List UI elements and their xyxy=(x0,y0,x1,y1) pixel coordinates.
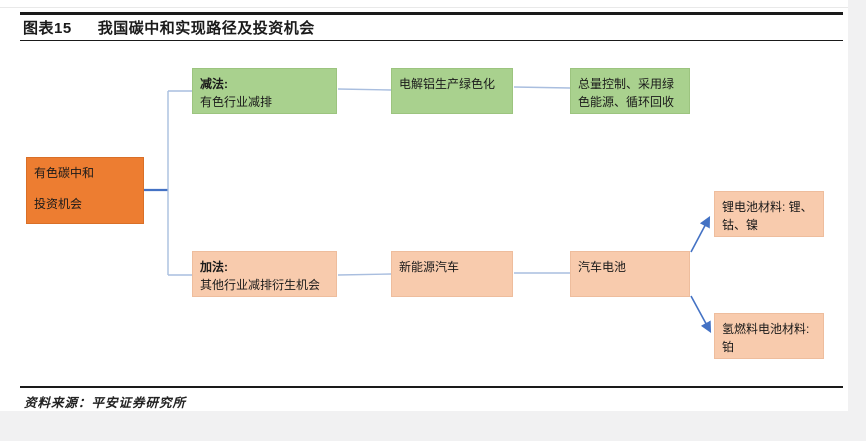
node-new-energy-vehicle: 新能源汽车 xyxy=(391,251,513,297)
node-root-line2: 投资机会 xyxy=(34,197,83,211)
node-new-energy-vehicle-text: 新能源汽车 xyxy=(399,260,460,274)
node-hydrogen-materials: 氢燃料电池材料: 铂 xyxy=(714,313,824,359)
arrow-battery-hydrogen xyxy=(690,295,712,333)
page-margin-bottom xyxy=(0,411,866,441)
node-root-investment: 有色碳中和 投资机会 xyxy=(26,157,144,224)
figure-number: 图表15 xyxy=(23,20,72,37)
header-rule-thick xyxy=(20,12,843,15)
node-addition-title: 加法: xyxy=(200,260,228,274)
node-subtraction-title: 减法: xyxy=(200,77,228,91)
node-addition: 加法: 其他行业减排衍生机会 xyxy=(192,251,337,297)
node-lithium-materials-text: 锂电池材料: 锂、钴、镍 xyxy=(722,200,813,232)
connector-subtraction-aluminum xyxy=(337,88,392,91)
header-rule-thin xyxy=(20,40,843,41)
node-vehicle-battery-text: 汽车电池 xyxy=(578,260,627,274)
node-electrolytic-aluminum-text: 电解铝生产绿色化 xyxy=(399,77,496,91)
source-note: 资料来源：平安证券研究所 xyxy=(24,396,187,410)
page-margin-right xyxy=(848,0,866,441)
node-hydrogen-materials-text: 氢燃料电池材料: 铂 xyxy=(722,322,810,354)
connector-aluminum-totalcontrol xyxy=(513,86,571,89)
figure-title-text: 我国碳中和实现路径及投资机会 xyxy=(97,20,315,37)
figure-title: 图表15 我国碳中和实现路径及投资机会 xyxy=(23,17,833,38)
node-vehicle-battery: 汽车电池 xyxy=(570,251,690,297)
arrow-battery-lithium xyxy=(690,216,711,253)
node-root-line1: 有色碳中和 xyxy=(34,166,95,180)
node-subtraction: 减法: 有色行业减排 xyxy=(192,68,337,114)
node-subtraction-text: 有色行业减排 xyxy=(200,95,273,109)
node-lithium-materials: 锂电池材料: 锂、钴、镍 xyxy=(714,191,824,237)
node-addition-text: 其他行业减排衍生机会 xyxy=(200,278,321,292)
node-total-control-text: 总量控制、采用绿色能源、循环回收 xyxy=(578,77,675,109)
footer-rule xyxy=(20,386,843,388)
connector-addition-nev xyxy=(337,273,392,276)
page-edge-line xyxy=(0,7,866,8)
node-total-control: 总量控制、采用绿色能源、循环回收 xyxy=(570,68,690,114)
node-electrolytic-aluminum: 电解铝生产绿色化 xyxy=(391,68,513,114)
